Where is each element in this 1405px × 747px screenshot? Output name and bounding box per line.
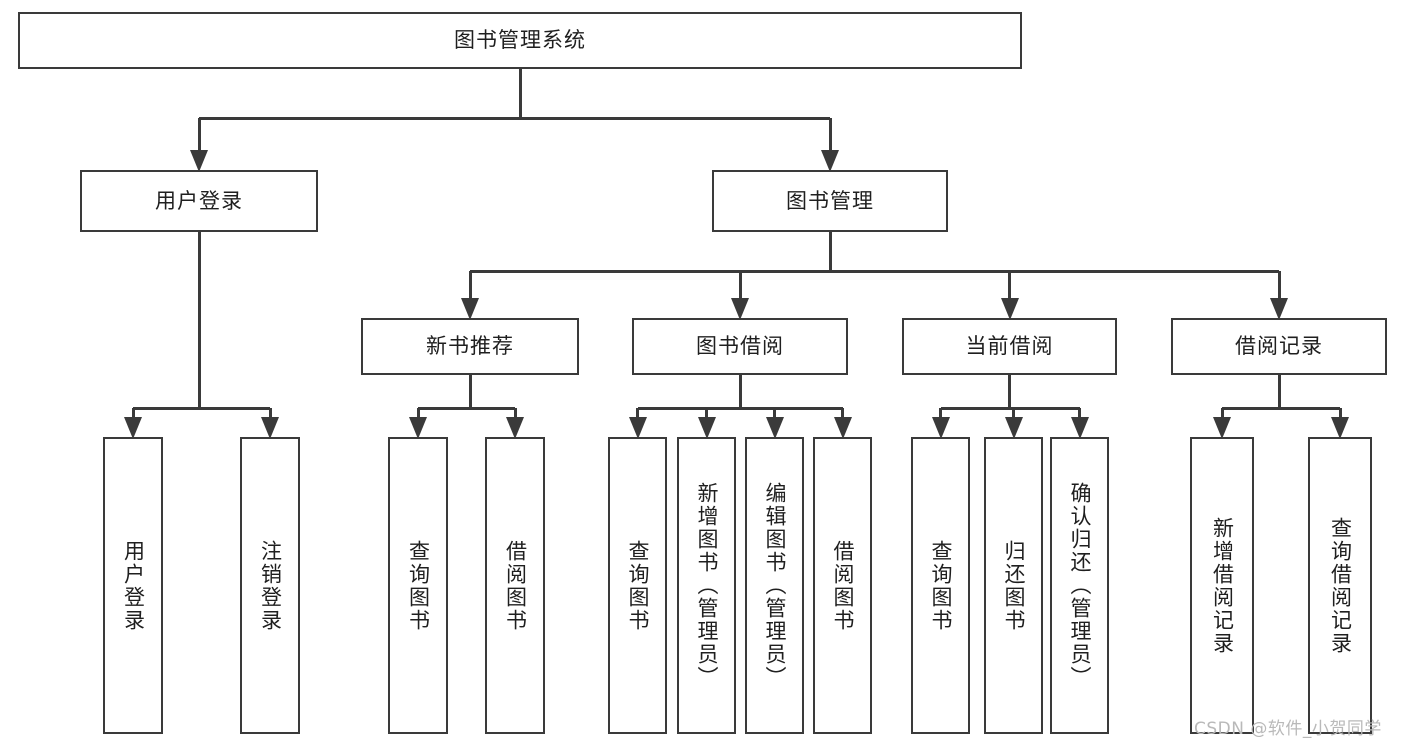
leaf-borrow-book[interactable]: 借阅图书 <box>813 437 872 734</box>
node-label: 当前借阅 <box>965 334 1054 359</box>
leaf-label: 查询图书 <box>928 539 953 632</box>
arrowhead-0-0 <box>409 417 427 439</box>
connector-book-management-bar <box>470 269 1279 273</box>
node-new-book-recommend[interactable]: 新书推荐 <box>361 318 579 375</box>
arrowhead-to-logout-leaf <box>261 417 279 439</box>
leaf-label: 借阅图书 <box>830 539 855 632</box>
connector-3-stem <box>1277 375 1281 408</box>
leaf-label: 新增图书（管理员） <box>694 482 719 689</box>
connector-3-bar <box>1222 406 1340 410</box>
connector-0-bar <box>418 406 515 410</box>
leaf-label: 查询图书 <box>625 539 650 632</box>
arrowhead-1-3 <box>833 417 852 439</box>
connector-root-right-drop <box>828 118 832 150</box>
leaf-add-borrow-record[interactable]: 新增借阅记录 <box>1190 437 1254 734</box>
arrowhead-to-book-management <box>821 150 839 172</box>
arrowhead-2-2 <box>1070 417 1089 439</box>
leaf-label: 确认归还（管理员） <box>1067 482 1092 689</box>
leaf-confirm-return-admin[interactable]: 确认归还（管理员） <box>1050 437 1109 734</box>
leaf-label: 用户登录 <box>121 539 146 632</box>
leaf-add-book-admin[interactable]: 新增图书（管理员） <box>677 437 736 734</box>
connector-1-bar <box>637 406 843 410</box>
node-label: 图书借阅 <box>696 334 784 359</box>
connector-2-drop-0 <box>939 408 942 417</box>
leaf-query-book-recommend[interactable]: 查询图书 <box>388 437 448 734</box>
connector-user-login-drop-2 <box>268 408 272 417</box>
leaf-label: 归还图书 <box>1001 539 1026 632</box>
arrowhead-0-1 <box>506 417 524 439</box>
leaf-label: 借阅图书 <box>503 539 528 632</box>
connector-2-stem <box>1008 375 1011 408</box>
connector-3-drop-0 <box>1220 408 1224 417</box>
leaf-label: 注销登录 <box>258 539 283 632</box>
connector-2-drop-2 <box>1078 408 1081 417</box>
arrowhead-2-1 <box>1004 417 1023 439</box>
connector-0-stem <box>468 375 472 408</box>
leaf-query-borrow-record[interactable]: 查询借阅记录 <box>1308 437 1372 734</box>
leaf-label: 新增借阅记录 <box>1210 516 1235 655</box>
connector-root-stem <box>518 69 522 118</box>
connector-bm-drop-3 <box>1008 271 1011 298</box>
arrowhead-to-new-book-recommend <box>461 298 479 320</box>
connector-user-login-stem <box>197 232 201 408</box>
leaf-query-book-current[interactable]: 查询图书 <box>911 437 970 734</box>
arrowhead-to-user-login <box>190 150 208 172</box>
node-current-borrow[interactable]: 当前借阅 <box>902 318 1117 375</box>
connector-book-management-stem <box>828 232 832 271</box>
connector-root-left-drop <box>197 118 201 150</box>
arrowhead-2-0 <box>931 417 950 439</box>
connector-0-drop-0 <box>416 408 420 417</box>
connector-1-stem <box>738 375 742 408</box>
connector-bm-drop-1 <box>468 271 472 298</box>
arrowhead-3-0 <box>1213 417 1231 439</box>
leaf-query-book-borrow[interactable]: 查询图书 <box>608 437 667 734</box>
connector-1-drop-3 <box>841 408 844 417</box>
connector-bm-drop-4 <box>1277 271 1281 298</box>
arrowhead-to-book-borrow <box>731 298 749 320</box>
arrowhead-to-user-login-leaf <box>124 417 142 439</box>
connector-3-drop-1 <box>1338 408 1342 417</box>
node-user-login[interactable]: 用户登录 <box>80 170 318 232</box>
leaf-return-book[interactable]: 归还图书 <box>984 437 1043 734</box>
connector-1-drop-0 <box>636 408 639 417</box>
node-borrow-record[interactable]: 借阅记录 <box>1171 318 1387 375</box>
arrowhead-3-1 <box>1331 417 1349 439</box>
node-book-borrow[interactable]: 图书借阅 <box>632 318 848 375</box>
node-book-management[interactable]: 图书管理 <box>712 170 948 232</box>
connector-1-drop-1 <box>705 408 708 417</box>
node-label: 图书管理系统 <box>454 28 586 53</box>
connector-user-login-bar <box>133 406 270 410</box>
leaf-borrow-book-recommend[interactable]: 借阅图书 <box>485 437 545 734</box>
leaf-user-login[interactable]: 用户登录 <box>103 437 163 734</box>
node-label: 图书管理 <box>786 188 874 213</box>
node-label: 借阅记录 <box>1235 334 1323 359</box>
leaf-label: 查询借阅记录 <box>1328 516 1353 655</box>
connector-1-drop-2 <box>773 408 776 417</box>
leaf-label: 编辑图书（管理员） <box>762 482 787 689</box>
node-label: 用户登录 <box>155 188 243 213</box>
leaf-logout[interactable]: 注销登录 <box>240 437 300 734</box>
arrowhead-1-2 <box>765 417 784 439</box>
node-label: 新书推荐 <box>426 334 514 359</box>
arrowhead-to-current-borrow <box>1000 298 1019 320</box>
connector-root-bar <box>199 116 830 120</box>
arrowhead-1-1 <box>697 417 716 439</box>
connector-2-bar <box>940 406 1080 410</box>
connector-0-drop-1 <box>513 408 517 417</box>
leaf-edit-book-admin[interactable]: 编辑图书（管理员） <box>745 437 804 734</box>
connector-user-login-drop-1 <box>131 408 135 417</box>
connector-bm-drop-2 <box>738 271 742 298</box>
csdn-watermark: CSDN @软件_小贺同学 <box>1194 719 1382 739</box>
arrowhead-to-borrow-record <box>1270 298 1288 320</box>
connector-2-drop-1 <box>1012 408 1015 417</box>
arrowhead-1-0 <box>628 417 647 439</box>
node-root-book-management-system[interactable]: 图书管理系统 <box>18 12 1022 69</box>
leaf-label: 查询图书 <box>406 539 431 632</box>
